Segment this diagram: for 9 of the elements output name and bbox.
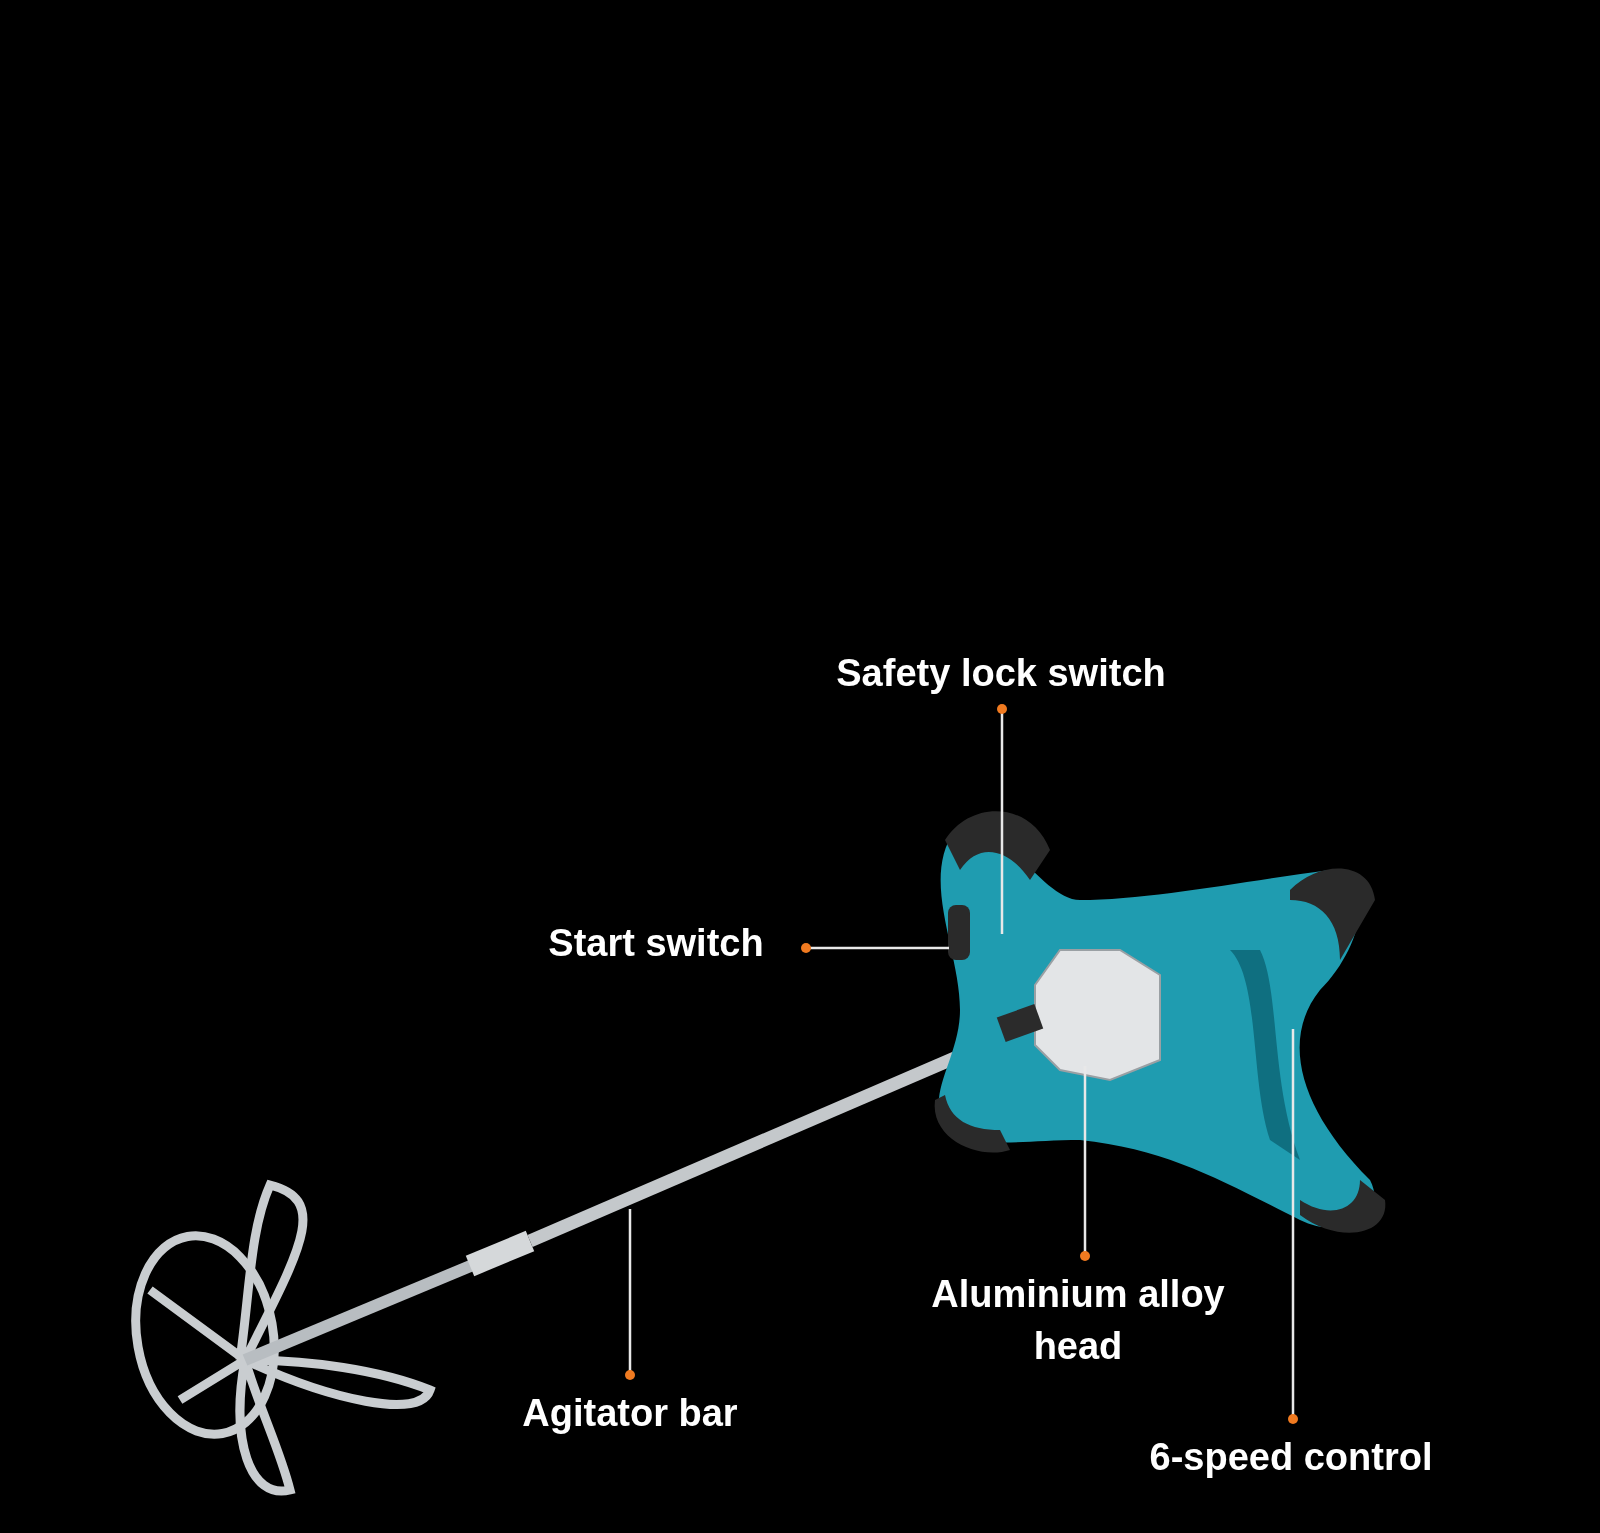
callout-label: Agitator bar — [480, 1387, 780, 1439]
callout-label: Aluminium alloy head — [878, 1268, 1278, 1372]
callout-label: 6-speed control — [1101, 1431, 1481, 1483]
callout-label: Start switch — [506, 917, 806, 969]
leader-line — [625, 1209, 635, 1380]
leader-line — [801, 943, 949, 953]
leader-line — [1288, 1029, 1298, 1424]
leader-line — [997, 704, 1007, 934]
callout-label: Safety lock switch — [791, 647, 1211, 699]
